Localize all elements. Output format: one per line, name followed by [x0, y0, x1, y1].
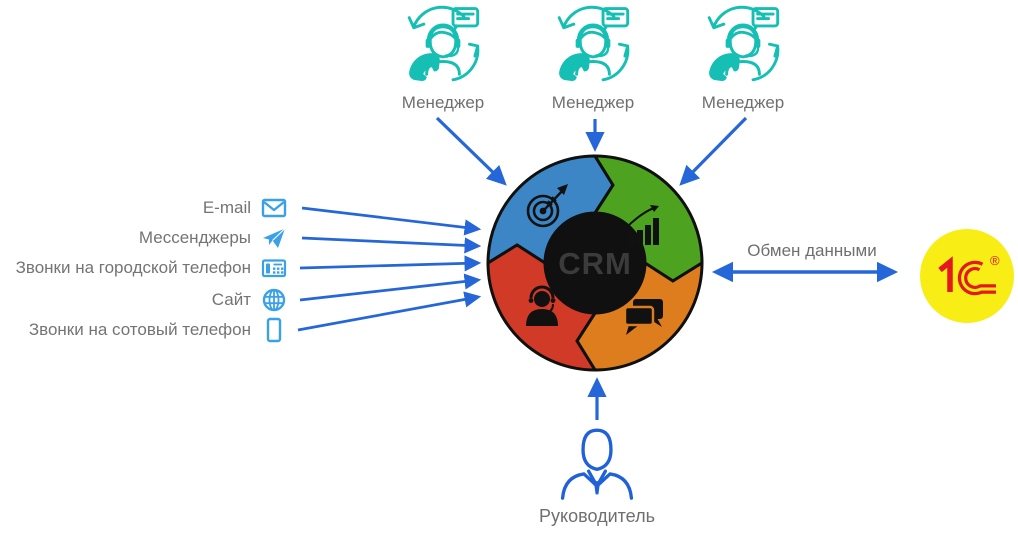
mobile-phone-icon [266, 317, 282, 343]
chat-bubbles-icon [623, 299, 663, 335]
arrow-channel-messengers [301, 236, 482, 254]
call-operator-icon [707, 5, 780, 82]
arrow-manager-1 [435, 116, 507, 186]
data-exchange-label: Обмен данными [747, 241, 877, 260]
call-operator-icon [557, 5, 630, 82]
manager-node-1: Менеджер [378, 4, 508, 113]
channel-label: Звонки на городской телефон [15, 258, 251, 277]
manager-label: Менеджер [701, 93, 785, 112]
one-c-badge: ® [920, 229, 1014, 323]
arrow-channel-site [299, 273, 482, 302]
call-operator-icon [407, 5, 480, 82]
channel-label: Сайт [211, 290, 251, 309]
manager-node-2: Менеджер [528, 4, 658, 113]
arrow-manager-3 [679, 116, 748, 186]
email-envelope-icon [261, 198, 287, 218]
channel-row-site: Сайт [212, 286, 287, 314]
arrow-channel-mobile [297, 291, 482, 332]
channel-label: Мессенджеры [138, 228, 251, 247]
channel-label: E-mail [202, 198, 251, 217]
channel-row-messengers: Мессенджеры [139, 224, 287, 252]
businessman-icon [560, 428, 634, 500]
manager-label: Менеджер [401, 93, 485, 112]
manager-node-3: Менеджер [678, 4, 808, 113]
paper-plane-icon [263, 228, 286, 248]
arrow-channel-email [301, 206, 482, 236]
support-agent-icon [526, 285, 558, 326]
crm-center-circle [544, 212, 646, 314]
crm-wheel: CRM [486, 154, 704, 372]
registered-mark: ® [990, 253, 1000, 268]
crm-center-label: CRM [558, 246, 632, 281]
target-goal-icon [526, 184, 568, 228]
globe-icon [262, 288, 286, 312]
director-label: Руководитель [539, 506, 655, 526]
crm-segment-support [486, 243, 598, 372]
channel-row-mobile: Звонки на сотовый телефон [29, 316, 287, 344]
desk-phone-icon [261, 259, 287, 278]
channel-row-landline: Звонки на городской телефон [16, 254, 287, 282]
growth-chart-icon [628, 205, 659, 245]
manager-label: Менеджер [551, 93, 635, 112]
arrow-channel-landline [299, 255, 482, 272]
channel-label: Звонки на сотовый телефон [28, 320, 251, 339]
channel-row-email: E-mail [203, 194, 287, 222]
director-node: Руководитель [517, 420, 677, 527]
one-c-logo: ® [938, 253, 1000, 296]
